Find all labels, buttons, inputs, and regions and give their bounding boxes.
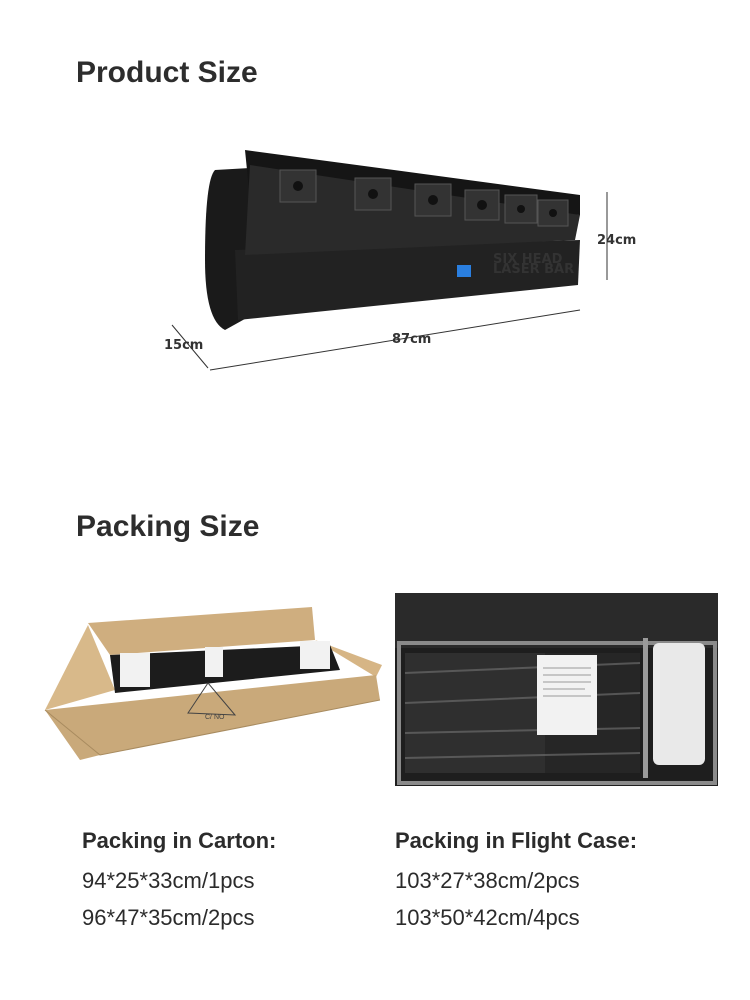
carton-front bbox=[45, 675, 380, 760]
device-label-line2: LASER BAR bbox=[493, 262, 574, 277]
carton-packing-title: Packing in Carton: bbox=[82, 828, 277, 853]
carton-marking: C/ NO bbox=[205, 714, 225, 721]
device-body bbox=[235, 240, 580, 320]
depth-dimension: 15cm bbox=[164, 338, 203, 353]
manual-paper bbox=[537, 655, 597, 735]
foam-pad bbox=[120, 653, 150, 687]
carton-back-flap bbox=[88, 607, 315, 655]
carton-right-flap bbox=[315, 640, 382, 677]
carton-packing-line: 94*25*33cm/1pcs bbox=[82, 868, 255, 893]
carton-photo: C/ NO bbox=[44, 607, 382, 760]
flight-case-packing-line: 103*27*38cm/2pcs bbox=[395, 868, 580, 893]
height-dimension: 24cm bbox=[597, 233, 636, 248]
product-size-heading: Product Size bbox=[76, 56, 258, 89]
packing-size-heading: Packing Size bbox=[76, 510, 260, 543]
device-label-line1: SIX HEAD bbox=[493, 252, 563, 267]
foam-roll bbox=[653, 643, 705, 765]
carton-packing-line: 96*47*35cm/2pcs bbox=[82, 905, 255, 930]
carton-left-flap bbox=[45, 625, 115, 710]
flight-case-packing-title: Packing in Flight Case: bbox=[395, 828, 638, 853]
device-inside bbox=[110, 645, 340, 693]
laser-heads bbox=[279, 169, 569, 227]
flight-case-photo bbox=[395, 593, 718, 786]
foam-pad bbox=[300, 641, 330, 669]
product-image: SIX HEAD LASER BAR 24cm 87cm 15cm bbox=[164, 150, 636, 371]
case-divider bbox=[643, 638, 648, 778]
display-screen bbox=[457, 265, 471, 277]
length-dimension: 87cm bbox=[392, 332, 431, 347]
device-head-bar bbox=[245, 165, 580, 255]
foam-pad bbox=[205, 647, 223, 677]
flight-case-packing-line: 103*50*42cm/4pcs bbox=[395, 905, 580, 930]
case-rim bbox=[397, 641, 717, 785]
